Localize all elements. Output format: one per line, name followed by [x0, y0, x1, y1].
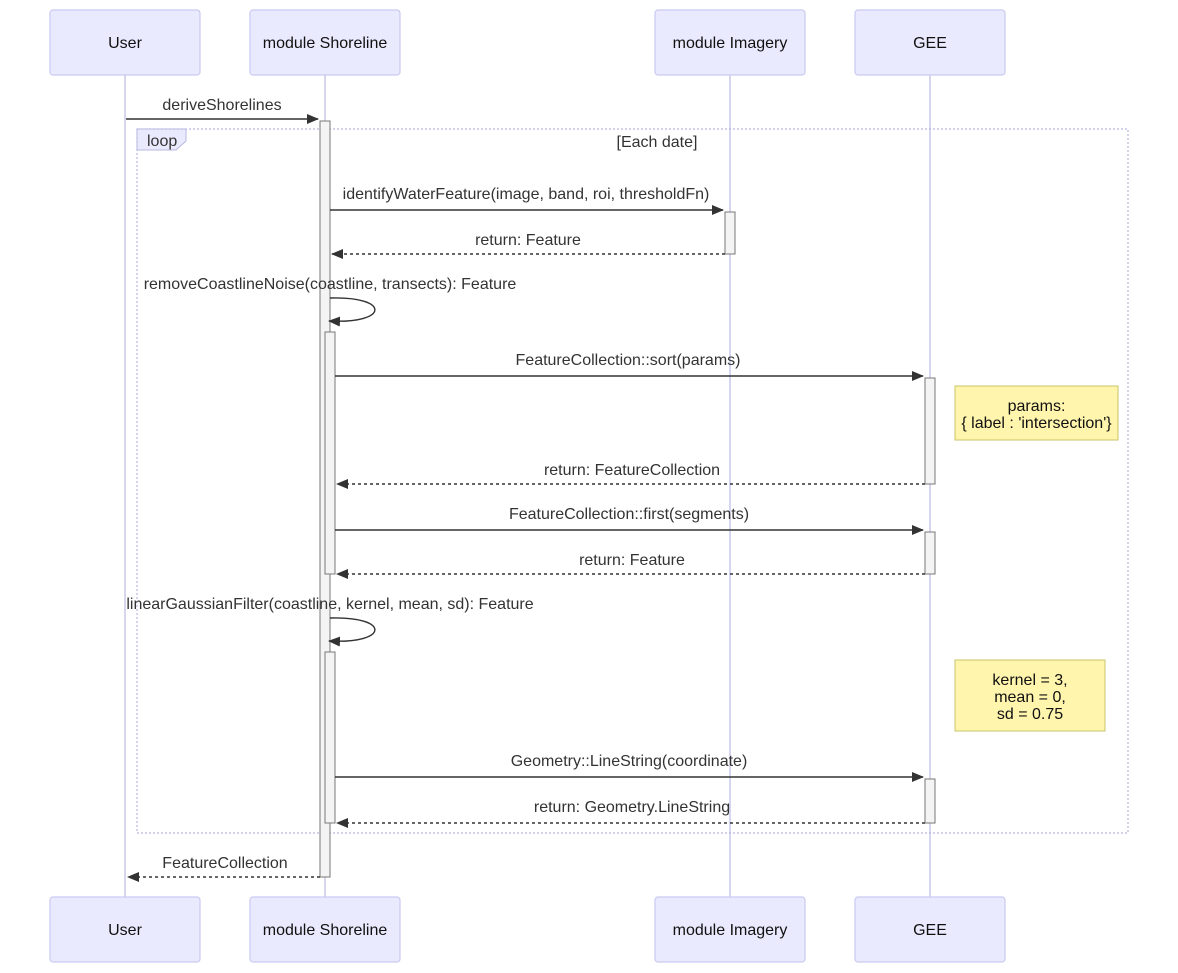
participant-label: module Shoreline [263, 922, 388, 939]
message-return-to-user: FeatureCollection [127, 855, 320, 882]
activation-gee-linestring [924, 778, 936, 824]
message-label: FeatureCollection [162, 855, 287, 872]
participant-imagery-bottom: module Imagery [654, 896, 806, 963]
message-return-feature-imagery: return: Feature [331, 232, 725, 259]
activation-gee-first [924, 531, 936, 575]
message-label: return: Feature [579, 552, 685, 569]
participant-user-top: User [49, 9, 201, 76]
message-label: removeCoastlineNoise(coastline, transect… [144, 276, 517, 293]
message-return-linestring: return: Geometry.LineString [336, 799, 925, 828]
note-line: mean = 0, [994, 689, 1066, 706]
note-params: params: { label : 'intersection'} [954, 385, 1119, 441]
message-label: identifyWaterFeature(image, band, roi, t… [343, 186, 710, 203]
participant-label: module Shoreline [263, 35, 388, 52]
participant-label: User [108, 922, 142, 939]
message-linear-gaussian-filter: linearGaussianFilter(coastline, kernel, … [126, 596, 534, 647]
note-line: { label : 'intersection'} [961, 415, 1112, 432]
participant-label: GEE [913, 35, 947, 52]
message-return-feature-gee: return: Feature [336, 552, 925, 579]
message-derive-shorelines: deriveShorelines [126, 97, 319, 124]
activation-shoreline-filter [324, 651, 336, 824]
loop-frame: loop [Each date] [136, 128, 1129, 834]
message-remove-coastline-noise: removeCoastlineNoise(coastline, transect… [144, 276, 517, 327]
activation-imagery [724, 211, 736, 255]
message-label: return: Geometry.LineString [534, 799, 730, 816]
message-return-featurecollection: return: FeatureCollection [336, 462, 925, 489]
participant-gee-top: GEE [854, 9, 1006, 76]
message-label: FeatureCollection::sort(params) [516, 352, 741, 369]
note-line: sd = 0.75 [997, 706, 1063, 723]
message-featurecollection-sort: FeatureCollection::sort(params) [335, 352, 924, 381]
participant-shoreline-top: module Shoreline [249, 9, 401, 76]
participant-gee-bottom: GEE [854, 896, 1006, 963]
note-line: kernel = 3, [992, 672, 1067, 689]
participant-imagery-top: module Imagery [654, 9, 806, 76]
message-geometry-linestring: Geometry::LineString(coordinate) [335, 753, 924, 782]
loop-keyword: loop [147, 133, 177, 150]
note-filter-params: kernel = 3, mean = 0, sd = 0.75 [954, 659, 1106, 732]
message-label: FeatureCollection::first(segments) [509, 506, 749, 523]
activation-gee-sort [924, 377, 936, 485]
message-label: deriveShorelines [162, 97, 281, 114]
message-featurecollection-first: FeatureCollection::first(segments) [335, 506, 924, 535]
participant-user-bottom: User [49, 896, 201, 963]
participant-label: GEE [913, 922, 947, 939]
message-label: Geometry::LineString(coordinate) [511, 753, 748, 770]
message-label: linearGaussianFilter(coastline, kernel, … [126, 596, 533, 613]
participant-label: module Imagery [673, 35, 788, 52]
participant-shoreline-bottom: module Shoreline [249, 896, 401, 963]
loop-condition: [Each date] [617, 134, 698, 151]
activation-shoreline-noise [324, 331, 336, 575]
message-identify-water-feature: identifyWaterFeature(image, band, roi, t… [330, 186, 724, 215]
message-label: return: Feature [475, 232, 581, 249]
participant-label: User [108, 35, 142, 52]
note-line: params: [1008, 398, 1066, 415]
participant-label: module Imagery [673, 922, 788, 939]
message-label: return: FeatureCollection [544, 462, 720, 479]
